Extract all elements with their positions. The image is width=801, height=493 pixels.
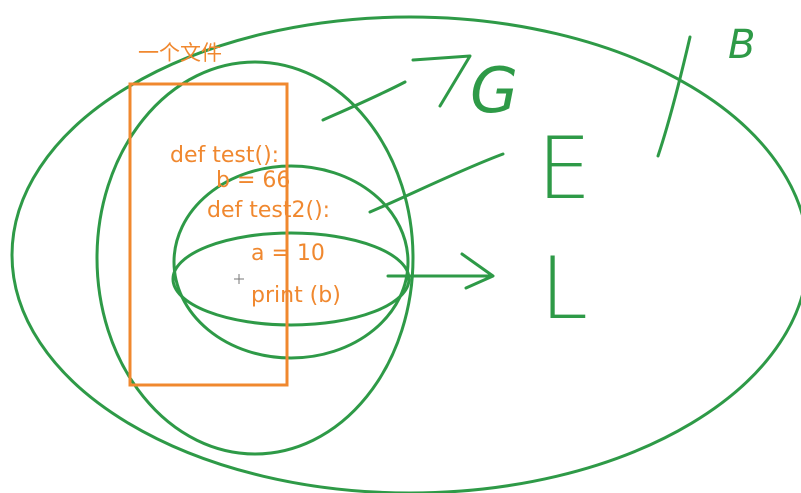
- local-arrow-head: [460, 252, 495, 290]
- global-scope-ellipse: [95, 60, 415, 456]
- handwritten-seven-mark: [411, 54, 472, 108]
- scope-letter-builtin: B: [728, 22, 755, 68]
- file-rectangle: [128, 82, 289, 387]
- code-line-print: print (b): [251, 283, 341, 308]
- scope-letter-local: L: [540, 239, 588, 339]
- scope-letter-enclosing: E: [537, 119, 591, 219]
- enclosing-scope-ellipse: [172, 164, 410, 360]
- scope-letter-global: G: [470, 54, 518, 127]
- global-pointer-line: [321, 80, 407, 122]
- local-scope-ellipse: [171, 231, 411, 327]
- enclosing-pointer-line: [368, 152, 505, 214]
- code-line-b-assign: b = 66: [216, 168, 290, 193]
- code-line-def-test: def test():: [170, 143, 279, 168]
- builtin-scope-ellipse: [10, 15, 801, 493]
- crosshair-cursor-icon: [234, 274, 244, 284]
- builtin-pointer-line: [656, 35, 692, 158]
- code-line-a-assign: a = 10: [251, 241, 325, 266]
- code-line-def-test2: def test2():: [207, 198, 330, 223]
- file-label: 一个文件: [138, 41, 222, 65]
